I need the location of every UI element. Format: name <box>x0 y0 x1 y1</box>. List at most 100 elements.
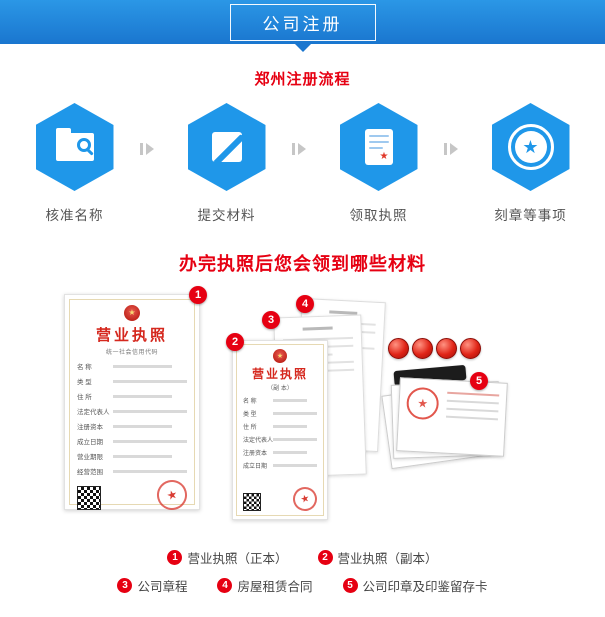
page-header: 公司注册 <box>0 0 605 44</box>
card-text-lines <box>445 389 500 448</box>
arrow-right-icon <box>291 143 314 155</box>
qr-code <box>243 493 261 511</box>
seal-specimen-cards: ★ <box>381 377 510 484</box>
license-field-row: 法定代表人 <box>77 406 187 416</box>
license-field-label: 法定代表人 <box>243 438 274 444</box>
materials-legend: 1 营业执照（正本） 2 营业执照（副本） 3 公司章程 4 房屋租赁合同 5 … <box>0 548 605 595</box>
step-label: 提交材料 <box>197 208 256 223</box>
pencil-shape <box>211 134 242 162</box>
arrow-bar <box>443 143 447 155</box>
magnifier-icon <box>76 138 94 156</box>
license-field-value-bar <box>113 424 172 428</box>
license-field-value-bar <box>273 451 307 454</box>
card-line <box>446 407 499 413</box>
license-field-value-bar <box>273 412 317 415</box>
sheet-title-bar <box>302 326 333 331</box>
card-line <box>445 415 498 421</box>
arrow-right-icon <box>139 143 162 155</box>
hexagon-shape <box>187 103 266 191</box>
license-field-row: 住 所 <box>77 391 187 401</box>
legend-label: 营业执照（副本） <box>337 552 438 566</box>
qr-code <box>77 486 101 510</box>
red-round-seal-icon: ★ <box>290 484 320 514</box>
national-emblem-icon: ★ <box>273 349 287 363</box>
legend-label: 公司章程 <box>137 580 188 594</box>
license-field-value-bar <box>273 399 307 402</box>
step-label: 核准名称 <box>45 208 104 223</box>
license-field-value-bar <box>273 464 317 467</box>
license-field-row: 营业期限 <box>77 451 187 461</box>
legend-row: 1 营业执照（正本） 2 营业执照（副本） <box>167 548 438 567</box>
doc-line <box>368 141 389 143</box>
business-license-original: ★ 营业执照 统一社会信用代码 名 称 类 型 住 所 法定代表人 注册资本 成… <box>64 294 200 514</box>
badge-4: 4 <box>296 295 314 313</box>
license-field-label: 经营范围 <box>77 469 103 476</box>
license-frame: ★ 营业执照 统一社会信用代码 名 称 类 型 住 所 法定代表人 注册资本 成… <box>69 299 195 514</box>
license-copy-mark: （副 本） <box>267 386 293 392</box>
red-seal-star-icon: ★ <box>379 151 389 162</box>
card-line <box>447 391 500 397</box>
license-field-row: 经营范围 <box>77 466 187 476</box>
legend-item: 5 公司印章及印鉴留存卡 <box>342 576 488 595</box>
badge-3: 3 <box>262 311 280 329</box>
legend-badge: 4 <box>217 578 233 593</box>
red-round-seal-icon: ★ <box>153 476 191 514</box>
star-icon: ★ <box>514 131 547 163</box>
license-field-value-bar <box>113 409 187 413</box>
flow-heading: 郑州注册流程 <box>254 71 351 88</box>
arrow-head <box>449 143 458 155</box>
legend-item: 2 营业执照（副本） <box>317 548 438 567</box>
license-field-row: 法定代表人 <box>243 435 317 444</box>
legend-badge: 5 <box>342 578 358 593</box>
materials-graphic: ★ 营业执照 统一社会信用代码 名 称 类 型 住 所 法定代表人 注册资本 成… <box>0 286 605 534</box>
header-notch <box>294 44 311 52</box>
legend-row: 3 公司章程 4 房屋租赁合同 5 公司印章及印鉴留存卡 <box>117 576 488 595</box>
national-emblem-icon: ★ <box>124 305 140 321</box>
license-field-row: 住 所 <box>243 422 317 431</box>
license-bottom: ★ <box>77 476 191 514</box>
license-field-label: 成立日期 <box>243 464 268 470</box>
license-field-label: 注册资本 <box>243 451 268 457</box>
license-field-label: 名 称 <box>243 399 257 405</box>
license-frame: ★ 营业执照 （副 本） 名 称 类 型 住 所 法定代表人 注册资本 成立日期… <box>236 344 324 516</box>
legend-badge: 1 <box>167 550 183 565</box>
arrow-right-icon <box>443 143 466 155</box>
red-stamp-icon <box>412 338 433 359</box>
doc-line <box>368 135 389 137</box>
license-field-value-bar <box>113 469 187 473</box>
legend-item: 4 房屋租赁合同 <box>217 576 313 595</box>
page-title: 公司注册 <box>229 3 376 41</box>
license-field-label: 类 型 <box>243 412 257 418</box>
business-license-copy: ★ 营业执照 （副 本） 名 称 类 型 住 所 法定代表人 注册资本 成立日期… <box>232 340 328 520</box>
license-field-row: 类 型 <box>77 376 187 386</box>
step-submit-materials: 提交材料 <box>162 103 292 224</box>
license-field-row: 成立日期 <box>77 436 187 446</box>
red-stamp-icon <box>436 338 457 359</box>
legend-badge: 2 <box>317 550 333 565</box>
star-medal-icon: ★ <box>507 124 554 170</box>
doc-line <box>368 147 383 149</box>
process-steps: 核准名称 提交材料 ★ 领取执照 <box>0 103 605 224</box>
license-field-label: 类 型 <box>77 379 92 386</box>
license-field-value-bar <box>273 425 307 428</box>
license-field-row: 注册资本 <box>243 448 317 457</box>
license-field-row: 注册资本 <box>77 421 187 431</box>
license-field-value-bar <box>113 364 172 368</box>
red-seal-imprint-icon: ★ <box>405 386 440 421</box>
license-field-label: 住 所 <box>243 425 257 431</box>
badge-2: 2 <box>226 333 244 351</box>
badge-5: 5 <box>470 372 488 390</box>
red-stamp-icon <box>460 338 481 359</box>
license-field-value-bar <box>113 394 172 398</box>
license-field-row: 名 称 <box>243 396 317 405</box>
red-stamp-icon <box>388 338 409 359</box>
license-field-label: 成立日期 <box>77 439 103 446</box>
hexagon-shape: ★ <box>339 103 418 191</box>
license-field-label: 营业期限 <box>77 454 103 461</box>
edit-pencil-icon <box>211 132 242 162</box>
legend-item: 1 营业执照（正本） <box>167 548 288 567</box>
company-stamps <box>388 338 481 359</box>
folder-tab <box>55 128 71 135</box>
step-label: 刻章等事项 <box>494 208 567 223</box>
step-seal-engraving: ★ 刻章等事项 <box>466 103 596 224</box>
